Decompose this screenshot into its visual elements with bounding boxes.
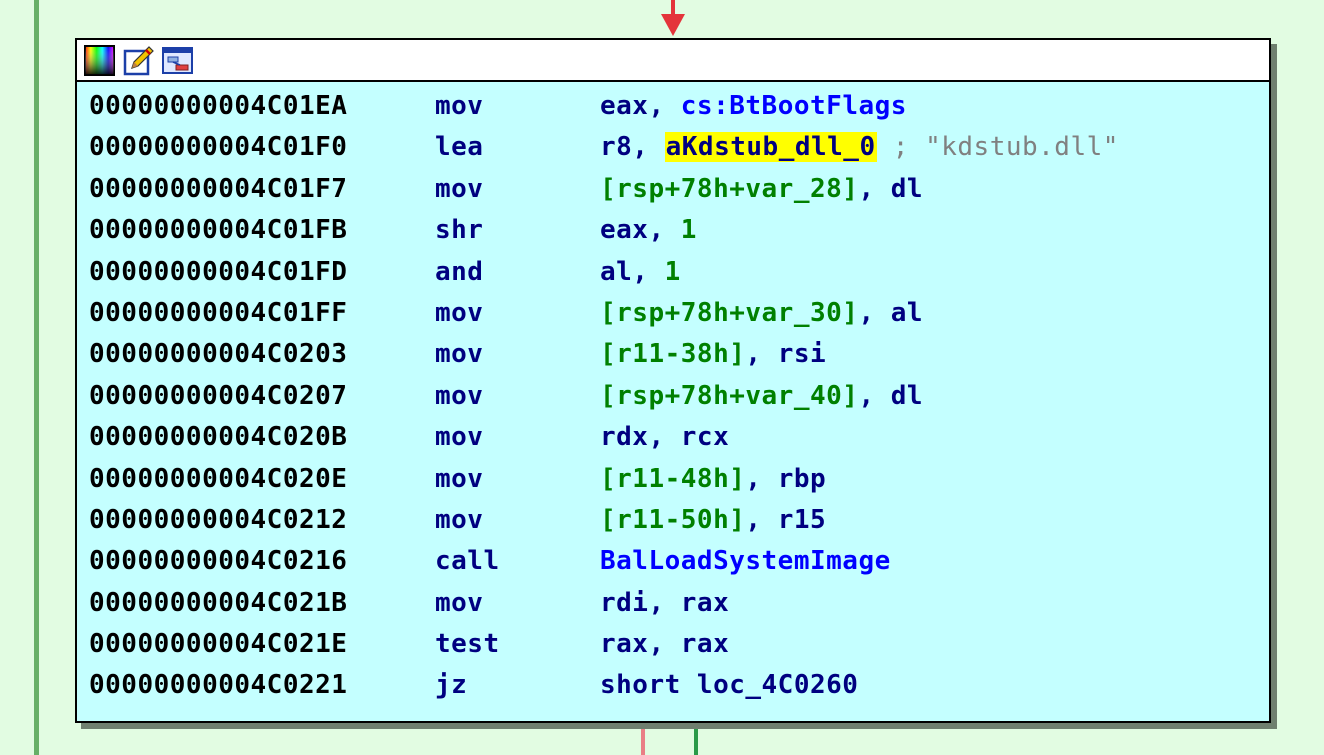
operand-token[interactable]: [rsp+78h+var_28] <box>600 173 859 204</box>
instruction-mnemonic[interactable]: mov <box>435 173 484 204</box>
operand-token[interactable]: , r15 <box>745 504 827 535</box>
instruction-mnemonic[interactable]: mov <box>435 587 484 618</box>
operand-token[interactable]: eax, <box>600 215 681 246</box>
instruction-mnemonic[interactable]: call <box>435 546 500 577</box>
operand-comment: ; "kdstub.dll" <box>876 132 1119 163</box>
operand-token[interactable]: rdi, rax <box>600 587 730 618</box>
edit-pencil-icon[interactable] <box>123 45 154 76</box>
instruction-mnemonic[interactable]: and <box>435 256 484 287</box>
operand-token[interactable]: , dl <box>858 380 924 411</box>
operand-token[interactable]: [r11-48h] <box>600 463 746 494</box>
true-branch-edge <box>694 720 698 755</box>
instruction-operands[interactable]: eax, 1 <box>600 210 697 251</box>
instruction-operands[interactable]: al, 1 <box>600 252 681 293</box>
instruction-row[interactable]: 00000000004C0216 call BalLoadSystemImage <box>77 541 1269 582</box>
instruction-mnemonic[interactable]: mov <box>435 91 484 121</box>
instruction-mnemonic[interactable]: mov <box>435 463 484 494</box>
instruction-row[interactable]: 00000000004C01EA mov eax, cs:BtBootFlags <box>77 86 1269 127</box>
instruction-mnemonic[interactable]: lea <box>435 132 484 163</box>
operand-token[interactable]: 1 <box>680 215 697 246</box>
operand-token[interactable]: [r11-38h] <box>600 339 746 370</box>
instruction-address[interactable]: 00000000004C020E <box>89 463 348 494</box>
instruction-row[interactable]: 00000000004C01FB shr eax, 1 <box>77 210 1269 251</box>
operand-token[interactable]: cs:BtBootFlags <box>680 91 907 121</box>
instruction-mnemonic[interactable]: mov <box>435 380 484 411</box>
instruction-operands[interactable]: [rsp+78h+var_30], al <box>600 293 923 334</box>
instruction-mnemonic[interactable]: mov <box>435 422 484 453</box>
instruction-row[interactable]: 00000000004C01FD and al, 1 <box>77 252 1269 293</box>
instruction-address[interactable]: 00000000004C0203 <box>89 339 348 370</box>
instruction-operands[interactable]: [rsp+78h+var_28], dl <box>600 169 923 210</box>
instruction-row[interactable]: 00000000004C0221 jz short loc_4C0260 <box>77 665 1269 706</box>
operand-token[interactable]: , rbp <box>745 463 827 494</box>
instruction-operands[interactable]: short loc_4C0260 <box>600 665 858 706</box>
instruction-address[interactable]: 00000000004C021E <box>89 629 348 660</box>
incoming-edge <box>671 0 675 18</box>
instruction-operands[interactable]: [r11-48h], rbp <box>600 459 826 500</box>
operand-token[interactable]: short loc_4C0260 <box>600 670 859 701</box>
instruction-row[interactable]: 00000000004C021E test rax, rax <box>77 624 1269 665</box>
instruction-row[interactable]: 00000000004C01FF mov [rsp+78h+var_30], al <box>77 293 1269 334</box>
instruction-operands[interactable]: eax, cs:BtBootFlags <box>600 86 907 127</box>
graph-overview-icon[interactable] <box>162 45 193 76</box>
instruction-operands[interactable]: rax, rax <box>600 624 729 665</box>
operand-token[interactable]: rax, rax <box>600 629 730 660</box>
color-palette-icon[interactable] <box>84 44 115 76</box>
instruction-operands[interactable]: [r11-38h], rsi <box>600 334 826 375</box>
left-flow-edge <box>34 0 39 755</box>
instruction-address[interactable]: 00000000004C0221 <box>89 670 348 701</box>
instruction-address[interactable]: 00000000004C020B <box>89 422 348 453</box>
instruction-row[interactable]: 00000000004C0212 mov [r11-50h], r15 <box>77 500 1269 541</box>
operand-token[interactable]: [r11-50h] <box>600 504 746 535</box>
instruction-address[interactable]: 00000000004C0216 <box>89 546 348 577</box>
instruction-row[interactable]: 00000000004C01F7 mov [rsp+78h+var_28], dl <box>77 169 1269 210</box>
operand-token[interactable]: 1 <box>664 256 681 287</box>
instruction-mnemonic[interactable]: test <box>435 629 500 660</box>
operand-token[interactable]: BalLoadSystemImage <box>600 546 891 577</box>
instruction-row[interactable]: 00000000004C020E mov [r11-48h], rbp <box>77 459 1269 500</box>
instruction-address[interactable]: 00000000004C021B <box>89 587 348 618</box>
operand-token[interactable]: r8, <box>600 132 665 163</box>
false-branch-edge <box>641 720 645 755</box>
instruction-address[interactable]: 00000000004C01FB <box>89 215 348 246</box>
instruction-mnemonic[interactable]: jz <box>435 670 468 701</box>
instruction-operands[interactable]: [r11-50h], r15 <box>600 500 826 541</box>
operand-token[interactable]: , rsi <box>745 339 827 370</box>
node-header <box>77 40 1269 82</box>
instruction-address[interactable]: 00000000004C01F0 <box>89 132 348 163</box>
operand-token[interactable]: eax, <box>600 91 681 121</box>
instruction-address[interactable]: 00000000004C01F7 <box>89 173 348 204</box>
operand-token[interactable]: al, <box>600 256 665 287</box>
operand-token[interactable]: rdx, rcx <box>600 422 730 453</box>
instruction-operands[interactable]: rdx, rcx <box>600 417 729 458</box>
incoming-edge-arrow-icon <box>661 14 685 36</box>
instruction-address[interactable]: 00000000004C0212 <box>89 504 348 535</box>
instruction-row[interactable]: 00000000004C0207 mov [rsp+78h+var_40], dl <box>77 376 1269 417</box>
instruction-row[interactable]: 00000000004C01F0 lea r8, aKdstub_dll_0 ; "… <box>77 127 1269 168</box>
instruction-address[interactable]: 00000000004C0207 <box>89 380 348 411</box>
operand-token[interactable]: , al <box>858 297 924 328</box>
instruction-operands[interactable]: BalLoadSystemImage <box>600 541 891 582</box>
instruction-address[interactable]: 00000000004C01FD <box>89 256 348 287</box>
instruction-row[interactable]: 00000000004C0203 mov [r11-38h], rsi <box>77 334 1269 375</box>
instruction-mnemonic[interactable]: shr <box>435 215 484 246</box>
instruction-operands[interactable]: [rsp+78h+var_40], dl <box>600 376 923 417</box>
instruction-address[interactable]: 00000000004C01FF <box>89 297 348 328</box>
instruction-row[interactable]: 00000000004C021B mov rdi, rax <box>77 583 1269 624</box>
instruction-address[interactable]: 00000000004C01EA <box>89 91 348 121</box>
operand-token[interactable]: [rsp+78h+var_30] <box>600 297 859 328</box>
operand-token[interactable]: , dl <box>858 173 924 204</box>
instruction-row[interactable]: 00000000004C020B mov rdx, rcx <box>77 417 1269 458</box>
instruction-operands[interactable]: r8, aKdstub_dll_0 ; "kdstub.dll" <box>600 127 1119 168</box>
instruction-operands[interactable]: rdi, rax <box>600 583 729 624</box>
operand-token[interactable]: [rsp+78h+var_40] <box>600 380 859 411</box>
instruction-mnemonic[interactable]: mov <box>435 504 484 535</box>
instruction-mnemonic[interactable]: mov <box>435 339 484 370</box>
highlighted-operand[interactable]: aKdstub_dll_0 <box>664 132 877 163</box>
instruction-mnemonic[interactable]: mov <box>435 297 484 328</box>
